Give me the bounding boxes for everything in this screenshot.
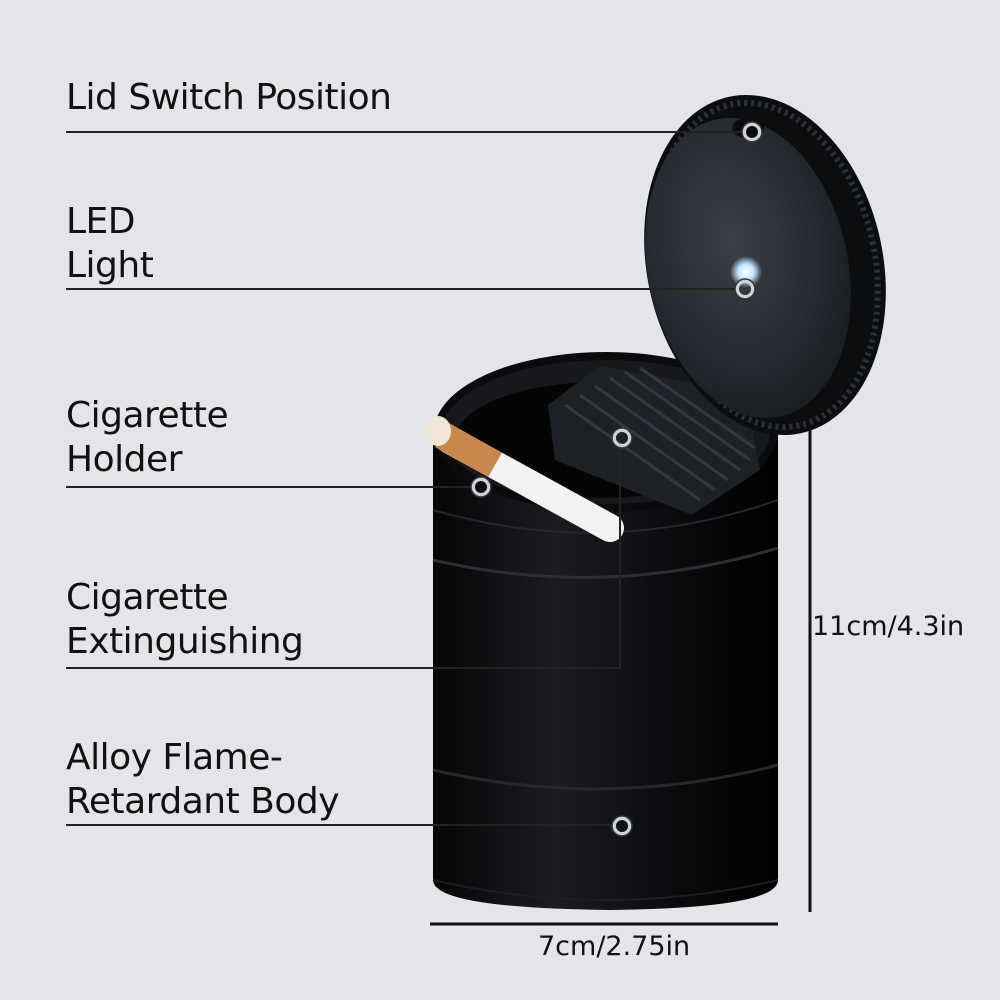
label-cigarette-holder: Cigarette Holder xyxy=(66,395,229,480)
label-cigarette-extinguishing: Cigarette Extinguishing xyxy=(66,577,304,662)
cigarette xyxy=(425,416,624,542)
width-dimension-label: 7cm/2.75in xyxy=(538,931,691,962)
callout-markers xyxy=(471,122,762,836)
label-lid-switch: Lid Switch Position xyxy=(66,77,392,118)
label-led-light: LED Light xyxy=(66,201,154,286)
ashtray-body xyxy=(425,352,779,910)
height-dimension-label: 11cm/4.3in xyxy=(812,611,965,642)
label-alloy-body: Alloy Flame- Retardant Body xyxy=(66,737,340,822)
dimension-lines xyxy=(430,430,812,926)
ashtray-lid xyxy=(644,94,886,436)
leader-lines xyxy=(66,131,742,826)
